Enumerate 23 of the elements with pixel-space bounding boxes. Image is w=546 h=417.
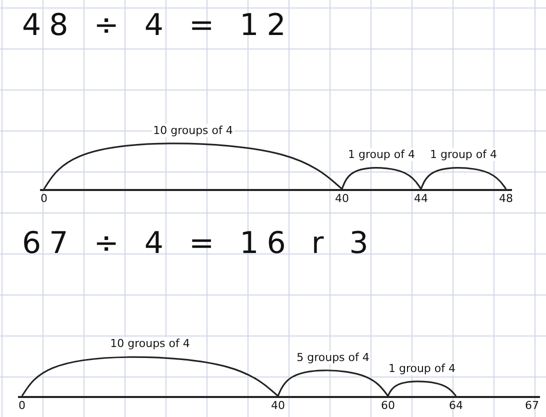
jump-arc (21, 356, 279, 397)
equation: 48 ÷ 4 = 12 (22, 8, 294, 44)
jump-arc (420, 167, 507, 190)
tick-label: 0 (29, 192, 59, 206)
edge-label: 10 groups of 4 (152, 124, 234, 137)
edge-label: 1 group of 4 (346, 148, 416, 161)
jump-arc (341, 167, 422, 190)
tick-label: 40 (327, 192, 357, 206)
tick-label: 64 (441, 399, 471, 413)
tick-label: 60 (373, 399, 403, 413)
tick-label: 44 (406, 192, 436, 206)
edge-label: 10 groups of 4 (109, 337, 191, 350)
edge-label: 1 group of 4 (387, 362, 457, 375)
tick-label: 67 (517, 399, 546, 413)
jump-arc (387, 380, 457, 397)
edge-label: 5 groups of 4 (296, 350, 370, 364)
tick-label: 48 (491, 192, 521, 206)
jump-arc (43, 142, 343, 190)
jump-arc (277, 370, 389, 396)
edge-label: 1 group of 4 (428, 148, 498, 161)
equation: 67 ÷ 4 = 16 r 3 (22, 226, 376, 262)
tick-label: 40 (263, 399, 293, 413)
tick-label: 0 (7, 399, 37, 413)
